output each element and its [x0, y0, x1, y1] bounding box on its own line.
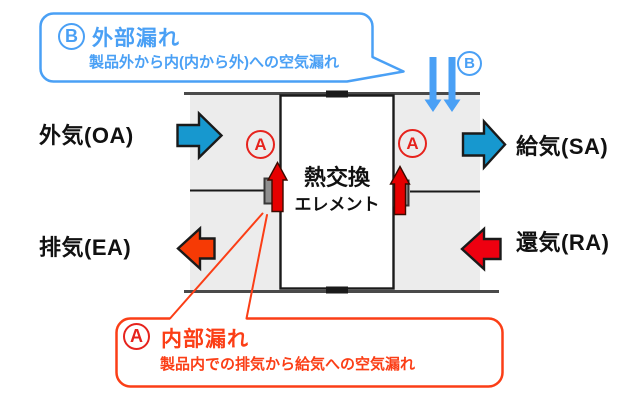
external-callout-bubble	[39, 12, 405, 83]
external-callout-marker: B	[58, 23, 85, 50]
element-label: 熱交換 エレメント	[281, 165, 393, 215]
marker-a-right: A	[398, 129, 427, 158]
external-leak-arrow-1-icon	[424, 57, 442, 112]
ea-label: 排気(EA)	[39, 235, 132, 260]
oa-arrow-icon	[176, 110, 224, 161]
internal-callout-description: 製品内での排気から給気への空気漏れ	[160, 356, 416, 373]
ra-label: 還気(RA)	[516, 230, 610, 255]
external-callout-description: 製品外から内(内から外)への空気漏れ	[89, 54, 339, 71]
external-leak-arrow-2-icon	[443, 57, 461, 112]
ea-arrow-icon	[176, 225, 216, 272]
internal-leak-arrow-left-icon	[266, 161, 289, 213]
internal-callout-bubble	[115, 317, 504, 388]
element-top-tab	[326, 90, 348, 98]
internal-leak-arrow-right-icon	[389, 165, 411, 216]
internal-callout-leader-lines	[169, 212, 268, 320]
element-bottom-tab	[326, 286, 348, 294]
element-box	[279, 94, 395, 290]
sa-label: 給気(SA)	[516, 134, 609, 159]
element-label-line1: 熱交換	[303, 165, 370, 190]
element-label-line2: エレメント	[294, 195, 380, 215]
internal-callout-fill	[116, 318, 503, 387]
sa-arrow-icon	[461, 118, 507, 171]
external-callout-title: 外部漏れ	[92, 27, 180, 50]
internal-callout-marker: A	[123, 323, 150, 350]
marker-b: B	[457, 51, 482, 76]
oa-label: 外気(OA)	[39, 123, 134, 148]
marker-a-left: A	[246, 130, 275, 159]
internal-callout-title: 内部漏れ	[161, 328, 249, 351]
ra-arrow-icon	[460, 226, 502, 272]
